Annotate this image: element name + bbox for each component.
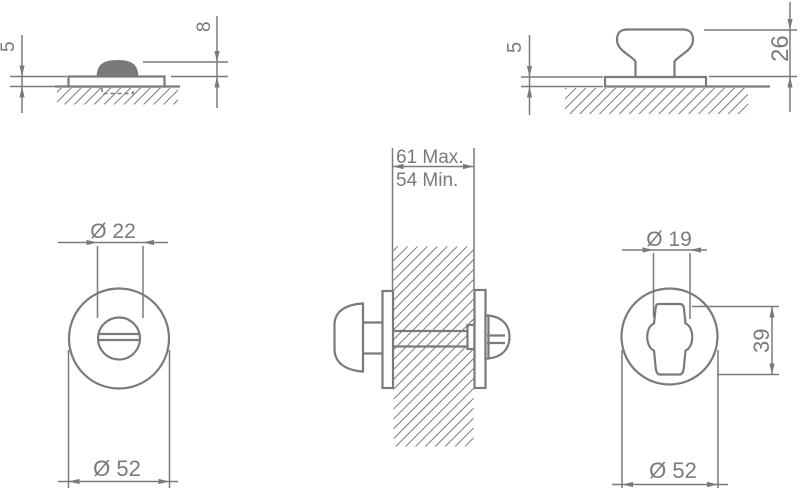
dimension-door-thickness: 61 Max. 54 Min.	[392, 147, 474, 191]
view-knob-side: 5 26	[504, 2, 797, 115]
dim-label-rose-diameter: Ø 52	[93, 456, 141, 481]
release-button-outline	[96, 316, 142, 361]
dimension-height-8: 8	[143, 16, 228, 108]
dim-label-turn-width: Ø 19	[646, 228, 692, 251]
dim-label-rose-diameter: Ø 52	[649, 458, 697, 483]
view-door-section: 61 Max. 54 Min.	[333, 147, 511, 447]
dimension-turn-height: 39	[692, 305, 779, 376]
view-release-front: Ø 22 Ø 52	[58, 220, 178, 488]
rose-plate-left	[381, 289, 395, 390]
dim-label-plate-thickness: 5	[504, 42, 526, 53]
dim-label-plate-thickness: 5	[0, 41, 19, 52]
hidden-recess-line	[101, 88, 134, 95]
release-button-dome-section	[487, 314, 511, 360]
rose-plate-right	[473, 288, 487, 390]
door-surface-hatch	[57, 88, 178, 105]
dimension-height-26: 26	[704, 2, 797, 112]
dimension-thickness-5: 5	[504, 35, 603, 115]
dim-label-dome-height: 8	[194, 21, 215, 32]
dim-label-button-diameter: Ø 22	[90, 220, 136, 243]
rose-plate	[67, 75, 166, 88]
dim-label-knob-height: 26	[767, 35, 794, 62]
dimension-hole-diameter: Ø 22	[58, 220, 168, 318]
dimension-rose-diameter: Ø 52	[612, 350, 728, 488]
thumbturn-knob-section	[333, 302, 365, 373]
dim-label-door-min: 54 Min.	[396, 170, 458, 191]
door-surface-hatch	[565, 88, 748, 114]
dim-label-turn-height: 39	[749, 329, 774, 353]
view-thumbturn-front: Ø 19 39 Ø 52	[612, 228, 779, 488]
dimension-thickness-5: 5	[0, 35, 67, 113]
dimension-turn-width: Ø 19	[622, 228, 707, 319]
dimension-rose-diameter: Ø 52	[58, 350, 178, 488]
view-release-side: 5 8	[0, 16, 228, 113]
thumbturn-wing-outline	[646, 302, 694, 376]
thumbturn-knob-profile	[615, 28, 695, 79]
rose-plate	[603, 75, 708, 88]
dim-label-door-max: 61 Max.	[396, 147, 464, 168]
release-button-dome	[96, 59, 139, 77]
